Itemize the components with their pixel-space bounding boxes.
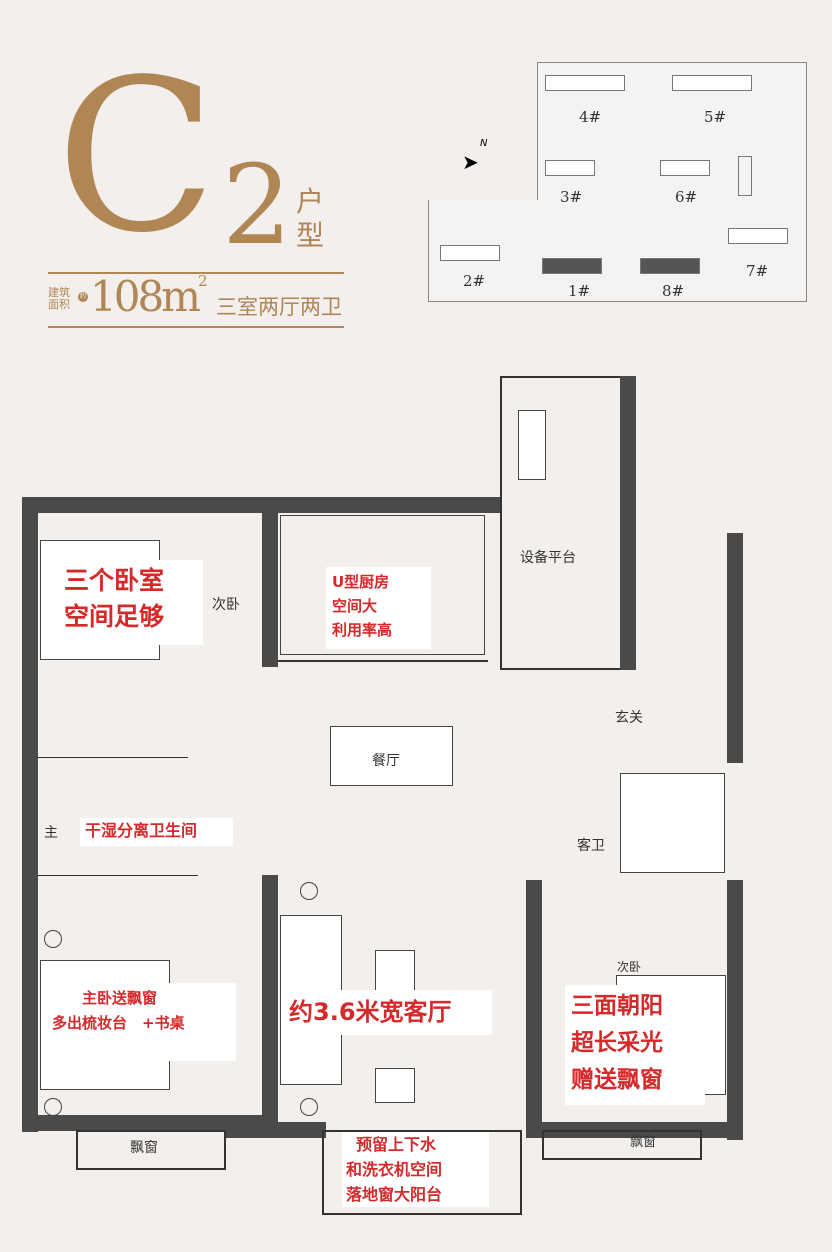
north-label: N (480, 138, 488, 149)
room-guest-bath: 客卫 (577, 838, 605, 854)
bay-window-right (542, 1130, 702, 1160)
building-label: 5# (704, 108, 727, 126)
note-line: U型厨房 (332, 573, 390, 591)
coffee-table (375, 950, 415, 995)
building-8 (640, 258, 700, 274)
compass-icon: ➤ (462, 150, 479, 174)
building-label: 6# (675, 188, 698, 206)
note-bedrooms: 三个卧室 空间足够 (58, 560, 203, 645)
note-kitchen: U型厨房 空间大 利用率高 (326, 567, 431, 649)
room-foyer: 玄关 (615, 710, 643, 726)
note-sunny: 三面朝阳 超长采光 赠送飘窗 (565, 985, 705, 1105)
balcony (322, 1130, 522, 1215)
note-master: 主卧送飘窗 多出梳妆台 +书桌 (48, 983, 236, 1061)
plant-icon (300, 1098, 318, 1116)
building-6 (660, 160, 710, 176)
wall-bath-bottom (38, 875, 198, 876)
building-label: 2# (463, 272, 486, 290)
room-bedroom-bottom: 次卧 (617, 960, 642, 974)
building-4 (545, 75, 625, 91)
room-master-bath: 主 (44, 825, 58, 841)
note-bathroom: 干湿分离卫生间 (80, 818, 233, 846)
note-line: 三面朝阳 (571, 993, 663, 1019)
note-line: 预留上下水 (356, 1135, 437, 1154)
layout-text: 三室两厅两卫 (216, 295, 342, 319)
wall-east-lower (727, 880, 743, 1140)
divider-bottom (48, 326, 344, 328)
room-bay-right: 飘窗 (630, 1135, 657, 1150)
wall-kitchen-west (262, 497, 278, 667)
area-sup: 2 (198, 272, 208, 290)
building-label: 3# (560, 188, 583, 206)
building-block (738, 156, 752, 196)
note-line: 和洗衣机空间 (346, 1160, 443, 1179)
building-label: 1# (568, 282, 591, 300)
platform-unit (518, 410, 546, 480)
area-value: 108m2 (90, 272, 208, 321)
unit-letter: C (56, 34, 217, 279)
wall-living-east (526, 880, 542, 1130)
room-bay-left: 飘窗 (130, 1140, 158, 1156)
unit-type-label: 户型 (296, 185, 325, 252)
unit-number: 2 (222, 141, 292, 269)
wall-south-left (22, 1115, 262, 1131)
area-number: 108m (90, 272, 201, 321)
area-label: 建筑面积 (48, 286, 70, 311)
note-line: 超长采光 (571, 1030, 663, 1056)
note-line: 主卧送飘窗 (82, 989, 158, 1007)
building-3 (545, 160, 595, 176)
wall-living-west (262, 875, 278, 1125)
kitchen-counter (280, 515, 485, 655)
building-label: 4# (579, 108, 602, 126)
guest-bath-fixtures (620, 773, 725, 873)
wall-kitchen-bottom (278, 660, 488, 662)
room-platform: 设备平台 (520, 550, 576, 566)
note-balcony: 预留上下水 和洗衣机空间 落地窗大阳台 (342, 1132, 489, 1207)
approx-badge: 约 (78, 292, 88, 302)
building-5 (672, 75, 752, 91)
wall-east-upper (727, 533, 743, 763)
note-line: 空间足够 (64, 602, 165, 631)
room-dining: 餐厅 (372, 753, 400, 769)
note-line: 三个卧室 (64, 566, 165, 595)
note-living: 约3.6米宽客厅 (285, 990, 492, 1035)
divider-top (48, 272, 344, 274)
ottoman (375, 1068, 415, 1103)
wall-west (22, 497, 38, 1132)
note-line: 落地窗大阳台 (346, 1185, 443, 1204)
dining-table (330, 726, 453, 786)
note-line: 利用率高 (332, 621, 393, 639)
building-7 (728, 228, 788, 244)
plant-icon (44, 930, 62, 948)
wall-platform-east (620, 376, 636, 670)
building-1 (542, 258, 602, 274)
plant-icon (44, 1098, 62, 1116)
room-bedroom-top: 次卧 (212, 597, 240, 613)
note-line: 赠送飘窗 (571, 1067, 663, 1093)
building-2 (440, 245, 500, 261)
wall-bath-top (38, 757, 188, 758)
note-line: 空间大 (332, 597, 378, 615)
building-label: 8# (662, 282, 685, 300)
bay-window-left (76, 1130, 226, 1170)
wall-south-mid (226, 1122, 326, 1138)
plant-icon (300, 882, 318, 900)
building-label: 7# (746, 262, 769, 280)
note-line: 多出梳妆台 +书桌 (52, 1014, 185, 1032)
